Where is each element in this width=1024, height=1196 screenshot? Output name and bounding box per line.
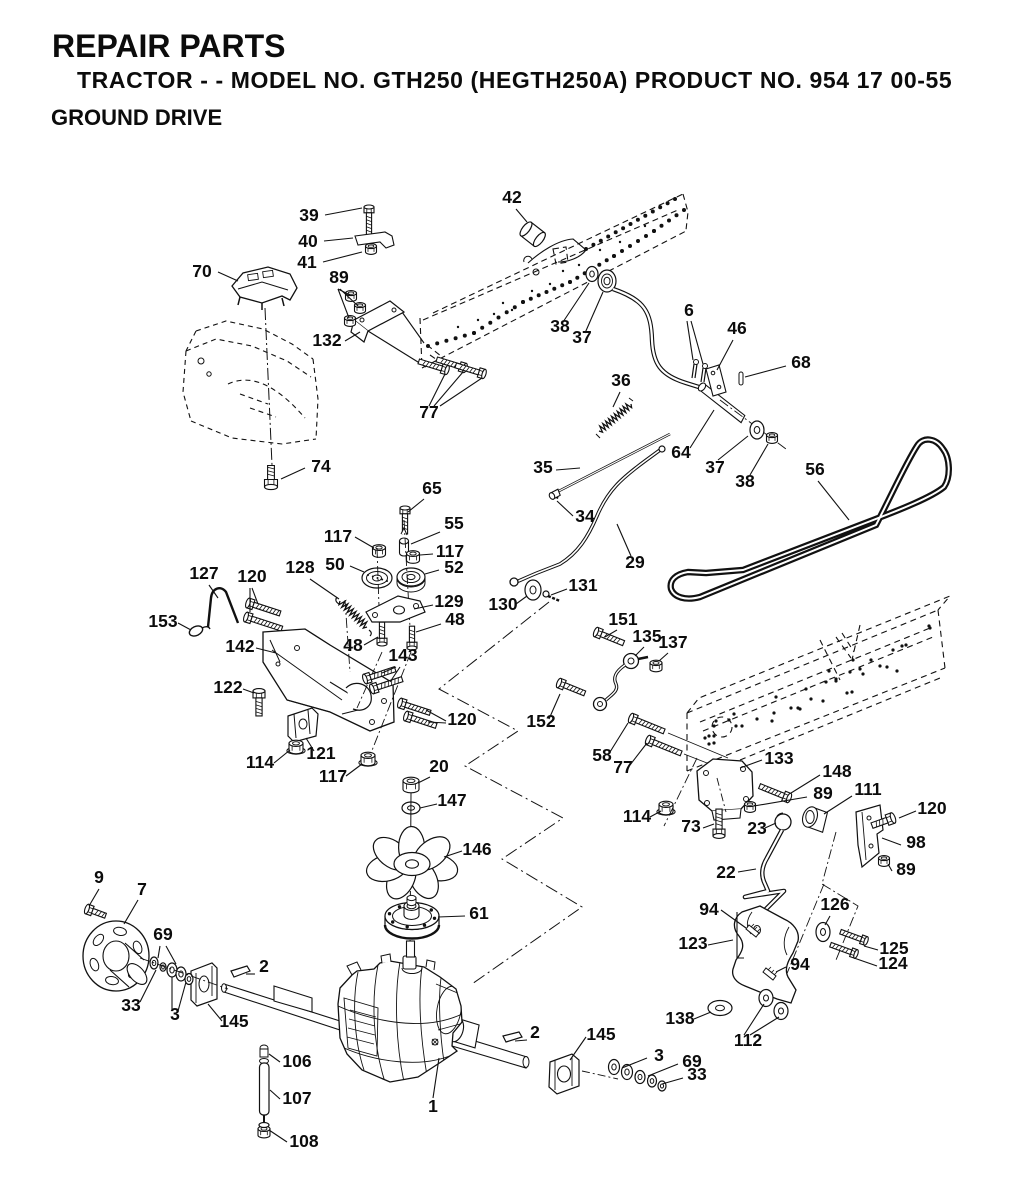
svg-text:130: 130 <box>488 594 517 614</box>
svg-text:143: 143 <box>388 645 417 665</box>
svg-text:20: 20 <box>429 756 449 776</box>
svg-text:3: 3 <box>170 1004 180 1024</box>
svg-text:120: 120 <box>447 709 476 729</box>
svg-text:145: 145 <box>219 1011 248 1031</box>
svg-text:39: 39 <box>299 205 319 225</box>
svg-text:2: 2 <box>530 1022 540 1042</box>
svg-text:121: 121 <box>306 743 335 763</box>
svg-text:GROUND DRIVE: GROUND DRIVE <box>51 105 222 130</box>
svg-text:111: 111 <box>854 779 882 799</box>
svg-text:77: 77 <box>613 757 632 777</box>
svg-text:42: 42 <box>502 187 522 207</box>
svg-text:117: 117 <box>319 766 347 786</box>
svg-text:TRACTOR - - MODEL NO. GTH250 (: TRACTOR - - MODEL NO. GTH250 (HEGTH250A)… <box>77 67 952 93</box>
svg-text:23: 23 <box>747 818 767 838</box>
svg-text:112: 112 <box>734 1030 762 1050</box>
svg-text:48: 48 <box>445 609 465 629</box>
svg-text:89: 89 <box>329 267 349 287</box>
svg-text:98: 98 <box>906 832 926 852</box>
svg-text:46: 46 <box>727 318 747 338</box>
svg-text:1: 1 <box>428 1096 438 1116</box>
svg-text:9: 9 <box>94 867 104 887</box>
svg-text:70: 70 <box>192 261 212 281</box>
svg-text:69: 69 <box>153 924 173 944</box>
svg-text:106: 106 <box>282 1051 311 1071</box>
svg-text:125: 125 <box>879 938 908 958</box>
svg-text:117: 117 <box>324 526 352 546</box>
svg-text:94: 94 <box>699 899 719 919</box>
svg-text:114: 114 <box>246 752 274 772</box>
svg-text:7: 7 <box>137 879 147 899</box>
svg-text:152: 152 <box>526 711 555 731</box>
svg-text:129: 129 <box>434 591 463 611</box>
svg-text:120: 120 <box>917 798 946 818</box>
svg-text:37: 37 <box>572 327 591 347</box>
svg-text:147: 147 <box>437 790 466 810</box>
svg-text:56: 56 <box>805 459 825 479</box>
svg-text:151: 151 <box>608 609 637 629</box>
svg-text:123: 123 <box>678 933 707 953</box>
svg-text:65: 65 <box>422 478 442 498</box>
svg-text:89: 89 <box>813 783 833 803</box>
svg-text:6: 6 <box>684 300 694 320</box>
svg-text:108: 108 <box>289 1131 318 1151</box>
svg-text:33: 33 <box>687 1064 707 1084</box>
svg-text:117: 117 <box>436 541 464 561</box>
svg-text:58: 58 <box>592 745 612 765</box>
svg-text:126: 126 <box>820 894 849 914</box>
svg-text:74: 74 <box>311 456 331 476</box>
svg-text:41: 41 <box>297 252 317 272</box>
svg-text:38: 38 <box>550 316 570 336</box>
svg-text:135: 135 <box>632 626 661 646</box>
svg-text:89: 89 <box>896 859 916 879</box>
svg-text:94: 94 <box>790 954 810 974</box>
svg-text:138: 138 <box>665 1008 694 1028</box>
svg-text:3: 3 <box>654 1045 664 1065</box>
svg-text:153: 153 <box>148 611 177 631</box>
svg-text:36: 36 <box>611 370 631 390</box>
svg-text:52: 52 <box>444 557 464 577</box>
svg-text:48: 48 <box>343 635 363 655</box>
svg-text:37: 37 <box>705 457 724 477</box>
svg-text:142: 142 <box>225 636 254 656</box>
svg-text:146: 146 <box>462 839 491 859</box>
svg-text:127: 127 <box>189 563 218 583</box>
svg-text:77: 77 <box>419 402 438 422</box>
svg-text:33: 33 <box>121 995 141 1015</box>
svg-text:38: 38 <box>735 471 755 491</box>
svg-text:50: 50 <box>325 554 345 574</box>
svg-text:148: 148 <box>822 761 851 781</box>
svg-text:124: 124 <box>878 953 907 973</box>
svg-text:61: 61 <box>469 903 489 923</box>
svg-text:34: 34 <box>575 506 595 526</box>
svg-text:29: 29 <box>625 552 645 572</box>
svg-text:122: 122 <box>213 677 242 697</box>
svg-text:22: 22 <box>716 862 736 882</box>
svg-text:68: 68 <box>791 352 811 372</box>
svg-text:64: 64 <box>671 442 691 462</box>
svg-text:133: 133 <box>764 748 793 768</box>
svg-text:REPAIR PARTS: REPAIR PARTS <box>52 28 286 64</box>
svg-text:40: 40 <box>298 231 318 251</box>
svg-text:55: 55 <box>444 513 464 533</box>
svg-text:137: 137 <box>658 632 687 652</box>
svg-text:2: 2 <box>259 956 269 976</box>
svg-text:128: 128 <box>285 557 314 577</box>
svg-text:69: 69 <box>682 1051 702 1071</box>
svg-text:132: 132 <box>312 330 341 350</box>
svg-text:131: 131 <box>568 575 597 595</box>
svg-text:114: 114 <box>623 806 651 826</box>
svg-text:35: 35 <box>533 457 553 477</box>
svg-text:107: 107 <box>282 1088 311 1108</box>
svg-text:145: 145 <box>586 1024 615 1044</box>
svg-text:120: 120 <box>237 566 266 586</box>
svg-text:73: 73 <box>681 816 701 836</box>
